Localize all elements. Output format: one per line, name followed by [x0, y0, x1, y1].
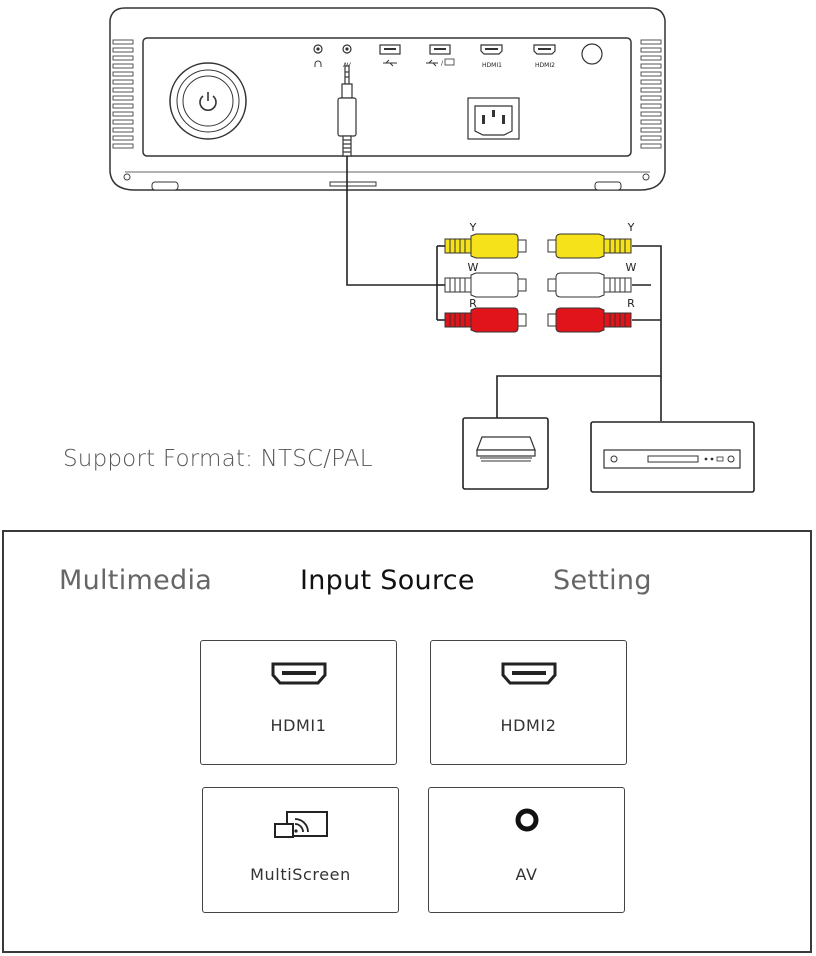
- rca-left-label-y: Y: [469, 221, 477, 234]
- rca-left-label-w: W: [468, 261, 479, 274]
- source-label-av: AV: [515, 865, 538, 884]
- headphone-icon: [314, 60, 322, 67]
- vent-left: [112, 39, 134, 149]
- source-label-hdmi2: HDMI2: [500, 716, 557, 735]
- support-format-text: Support Format: NTSC/PAL: [63, 446, 373, 472]
- tab-input-source[interactable]: Input Source: [300, 565, 475, 596]
- rca-right-label-y: Y: [627, 221, 635, 234]
- hdmi2-port: HDMI2: [533, 44, 556, 69]
- hdmi-icon: [501, 662, 556, 685]
- headphone-port: [313, 44, 323, 67]
- rca-right-white: [547, 272, 632, 298]
- usb-icon: [383, 59, 397, 67]
- input-source-menu: Multimedia Input Source Setting HDMI1 HD…: [2, 530, 812, 953]
- usb-port-1: [379, 44, 401, 67]
- rca-right-yellow: [547, 233, 632, 259]
- hdmi-icon: [271, 662, 326, 685]
- rca-left-white: [444, 272, 527, 298]
- set-top-box-icon: [462, 417, 549, 490]
- ac-power-inlet: [467, 97, 520, 140]
- vent-right: [640, 39, 662, 149]
- source-label-hdmi1: HDMI1: [270, 716, 327, 735]
- source-tile-hdmi2[interactable]: HDMI2: [430, 640, 627, 765]
- source-label-multiscreen: MultiScreen: [250, 865, 351, 884]
- projector-back-panel: [109, 7, 666, 191]
- source-tile-av[interactable]: AV: [428, 787, 625, 913]
- av-jack-icon: [515, 808, 538, 832]
- tab-multimedia[interactable]: Multimedia: [59, 565, 213, 596]
- screen-cast-icon: [273, 811, 328, 838]
- usb-service-icon: [426, 59, 438, 67]
- rca-right-red: [547, 307, 632, 333]
- rca-left-label-r: R: [469, 297, 477, 310]
- source-tile-hdmi1[interactable]: HDMI1: [200, 640, 397, 765]
- cable-lines: [346, 156, 662, 421]
- usb-port-2: /: [426, 44, 455, 67]
- hdmi1-port-label: HDMI1: [482, 62, 502, 69]
- hdmi2-port-label: HDMI2: [535, 62, 555, 69]
- rca-right-label-w: W: [626, 261, 637, 274]
- svg-text:/: /: [441, 60, 444, 67]
- av-connection-diagram: AV / HDMI1 HDMI2: [109, 7, 755, 493]
- dvd-player-icon: [590, 421, 755, 493]
- hdmi1-port: HDMI1: [480, 44, 503, 69]
- power-button: [169, 62, 247, 140]
- rca-left-red: [444, 307, 527, 333]
- rca-right-label-r: R: [627, 297, 635, 310]
- ir-sensor: [581, 43, 603, 65]
- source-tile-multiscreen[interactable]: MultiScreen: [202, 787, 399, 913]
- power-icon: [199, 92, 217, 111]
- tab-setting[interactable]: Setting: [553, 565, 652, 596]
- rca-left-yellow: [444, 233, 527, 259]
- av-jack-plug: [337, 65, 357, 157]
